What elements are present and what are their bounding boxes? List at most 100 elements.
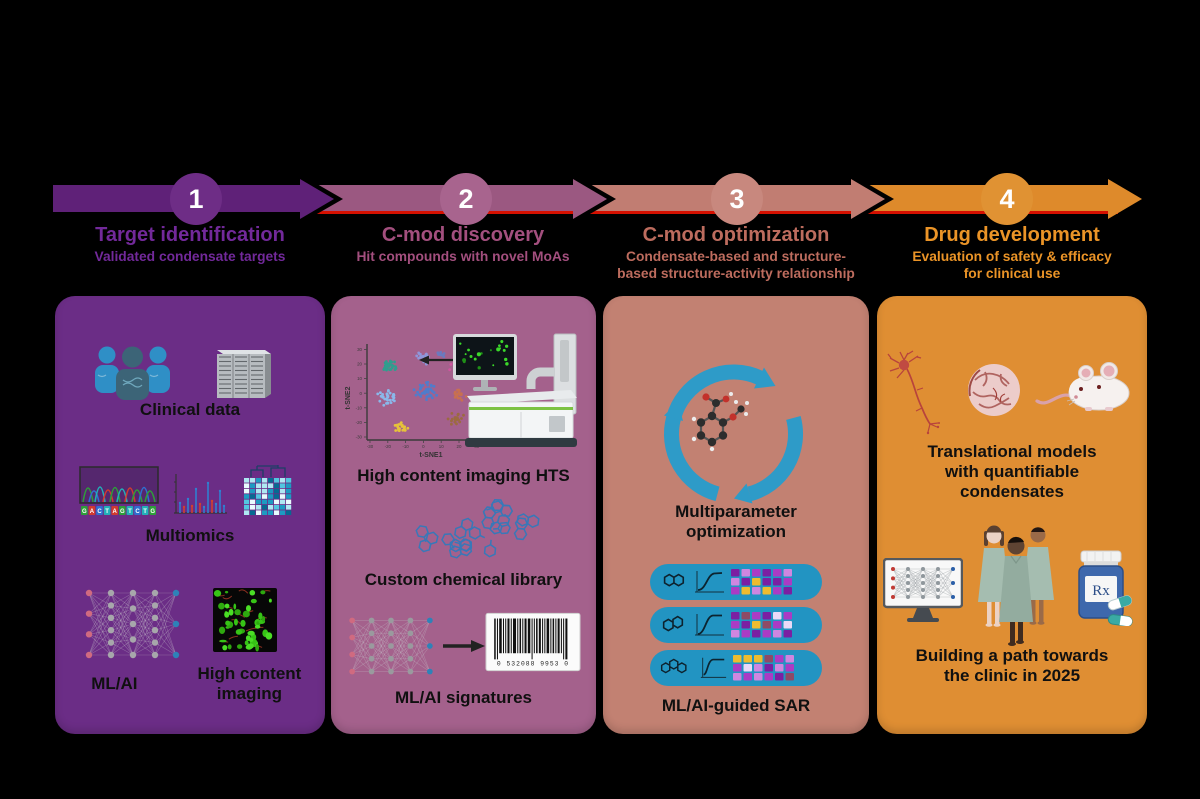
- stem-plot-icon: [174, 474, 227, 514]
- stage3-arrowhead-icon: [851, 179, 885, 219]
- svg-text:G: G: [82, 509, 87, 515]
- rx-pill-bottle-icon: Rx: [1078, 550, 1133, 626]
- stage4-arrowhead-icon: [1108, 179, 1142, 219]
- people-group-icon: [95, 346, 170, 400]
- high-content-screener-icon: [453, 333, 577, 447]
- brain-organoid-icon: [968, 364, 1020, 416]
- svg-text:-20: -20: [385, 444, 392, 449]
- barcode-icon: 0 532088 9953 0: [485, 612, 581, 672]
- stage4-card: Translational models with quantifiable c…: [877, 296, 1147, 734]
- svg-text:T: T: [143, 509, 147, 515]
- svg-text:-30: -30: [356, 435, 363, 440]
- dose-response-curve-icon: [700, 657, 727, 678]
- sar-heatmap-icon: [731, 612, 792, 638]
- stage2-subtitle: Hit compounds with novel MoAs: [356, 249, 570, 264]
- stage2-number: 2: [458, 183, 474, 214]
- sar-label: ML/AI-guided SAR: [661, 696, 811, 715]
- neural-network-icon: [85, 589, 180, 659]
- stage2-number-badge: 2: [440, 173, 492, 225]
- svg-text:20: 20: [457, 444, 462, 449]
- svg-text:10: 10: [357, 376, 362, 381]
- arrow-right-icon: [443, 640, 485, 652]
- stage3-number-badge: 3: [711, 173, 763, 225]
- svg-text:T: T: [128, 509, 132, 515]
- clinic-label: Building a path towards the clinic in 20…: [915, 646, 1109, 686]
- stage1-arrowhead-icon: [300, 179, 334, 219]
- sar-heatmap-icon: [731, 569, 792, 595]
- patients-icon: [978, 525, 1054, 646]
- stage4-header: Drug development Evaluation of safety & …: [877, 224, 1147, 283]
- cycle-arrows-icon: [664, 364, 803, 504]
- fluorescence-microscopy-icon: [213, 588, 277, 652]
- svg-text:T: T: [105, 509, 109, 515]
- sar-row-3: [650, 650, 822, 686]
- stage4-title: Drug development: [924, 224, 1100, 246]
- sar-row-2: [650, 607, 822, 643]
- svg-text:0: 0: [422, 444, 425, 449]
- hts-label: High content imaging HTS: [357, 466, 570, 485]
- stage3-number: 3: [729, 183, 745, 214]
- svg-text:0: 0: [360, 391, 363, 396]
- svg-text:-10: -10: [402, 444, 409, 449]
- dose-response-curve-icon: [695, 614, 724, 636]
- neuron-icon: [887, 350, 940, 435]
- rx-label: Rx: [1092, 583, 1110, 599]
- barcode-digits: 0 532088 9953 0: [497, 660, 569, 667]
- stage3-title: C-mod optimization: [642, 224, 830, 246]
- stage4-subtitle: Evaluation of safety & efficacy for clin…: [912, 249, 1112, 281]
- stage2-card: t-SNE1 t-SNE2 -30 -30 -20 -20 -10 -10 0 0 10 10 20…: [331, 296, 596, 734]
- svg-text:C: C: [97, 509, 102, 515]
- stage1-title: Target identification: [95, 224, 285, 246]
- stage3-subtitle: Condensate-based and structure-based str…: [617, 249, 855, 281]
- svg-text:G: G: [150, 509, 155, 515]
- svg-text:-10: -10: [356, 405, 363, 410]
- chemical-library-icon: [415, 498, 540, 559]
- mlai-label: ML/AI: [91, 674, 138, 694]
- heatmap-dendrogram-icon: [244, 465, 292, 515]
- stage2-header: C-mod discovery Hit compounds with novel…: [325, 224, 601, 266]
- svg-text:C: C: [135, 509, 140, 515]
- server-rack-icon: [217, 350, 271, 398]
- stage3-header: C-mod optimization Condensate-based and …: [596, 224, 876, 283]
- stage1-bottom-labels: ML/AI High content imaging: [55, 664, 325, 704]
- high-content-imaging-label: High content imaging: [197, 664, 302, 704]
- mpo-label: Multiparameter optimization: [675, 502, 797, 542]
- tsne-y-axis-label: t-SNE2: [345, 386, 352, 409]
- svg-text:A: A: [90, 509, 95, 515]
- stage1-header: Target identification Validated condensa…: [55, 224, 325, 266]
- stage4-number: 4: [999, 183, 1015, 214]
- tsne-x-axis-label: t-SNE1: [420, 452, 443, 459]
- stage1-number: 1: [188, 183, 204, 214]
- molecule-glyph-icon: [662, 615, 684, 632]
- clinical-data-label: Clinical data: [139, 400, 241, 419]
- signatures-label: ML/AI signatures: [395, 688, 532, 707]
- svg-text:10: 10: [439, 444, 444, 449]
- dose-response-curve-icon: [695, 571, 724, 593]
- svg-text:G: G: [120, 509, 125, 515]
- timeline-underline: [308, 211, 1118, 214]
- stage2-arrowhead-icon: [573, 179, 607, 219]
- arrow-left-icon: [419, 355, 453, 365]
- stage1-number-badge: 1: [170, 173, 222, 225]
- ball-and-stick-molecule-icon: [691, 392, 749, 452]
- svg-text:-30: -30: [367, 444, 374, 449]
- sar-assay-rows-icon: [650, 564, 822, 693]
- molecule-glyph-icon: [663, 573, 685, 587]
- stage3-card: Multiparameter optimization: [603, 296, 869, 734]
- svg-text:20: 20: [357, 362, 362, 367]
- svg-text:-20: -20: [356, 420, 363, 425]
- sar-heatmap-icon: [733, 655, 794, 681]
- svg-text:30: 30: [357, 347, 362, 352]
- library-label: Custom chemical library: [364, 570, 563, 589]
- models-label: Translational models with quantifiable c…: [927, 442, 1097, 502]
- neural-network-icon: [349, 617, 433, 675]
- sar-row-1: [650, 564, 822, 600]
- molecule-glyph-icon: [660, 658, 687, 674]
- monitor-neural-network-icon: [883, 558, 963, 622]
- svg-text:A: A: [113, 509, 118, 515]
- stage4-number-badge: 4: [981, 173, 1033, 225]
- stage2-title: C-mod discovery: [381, 224, 545, 246]
